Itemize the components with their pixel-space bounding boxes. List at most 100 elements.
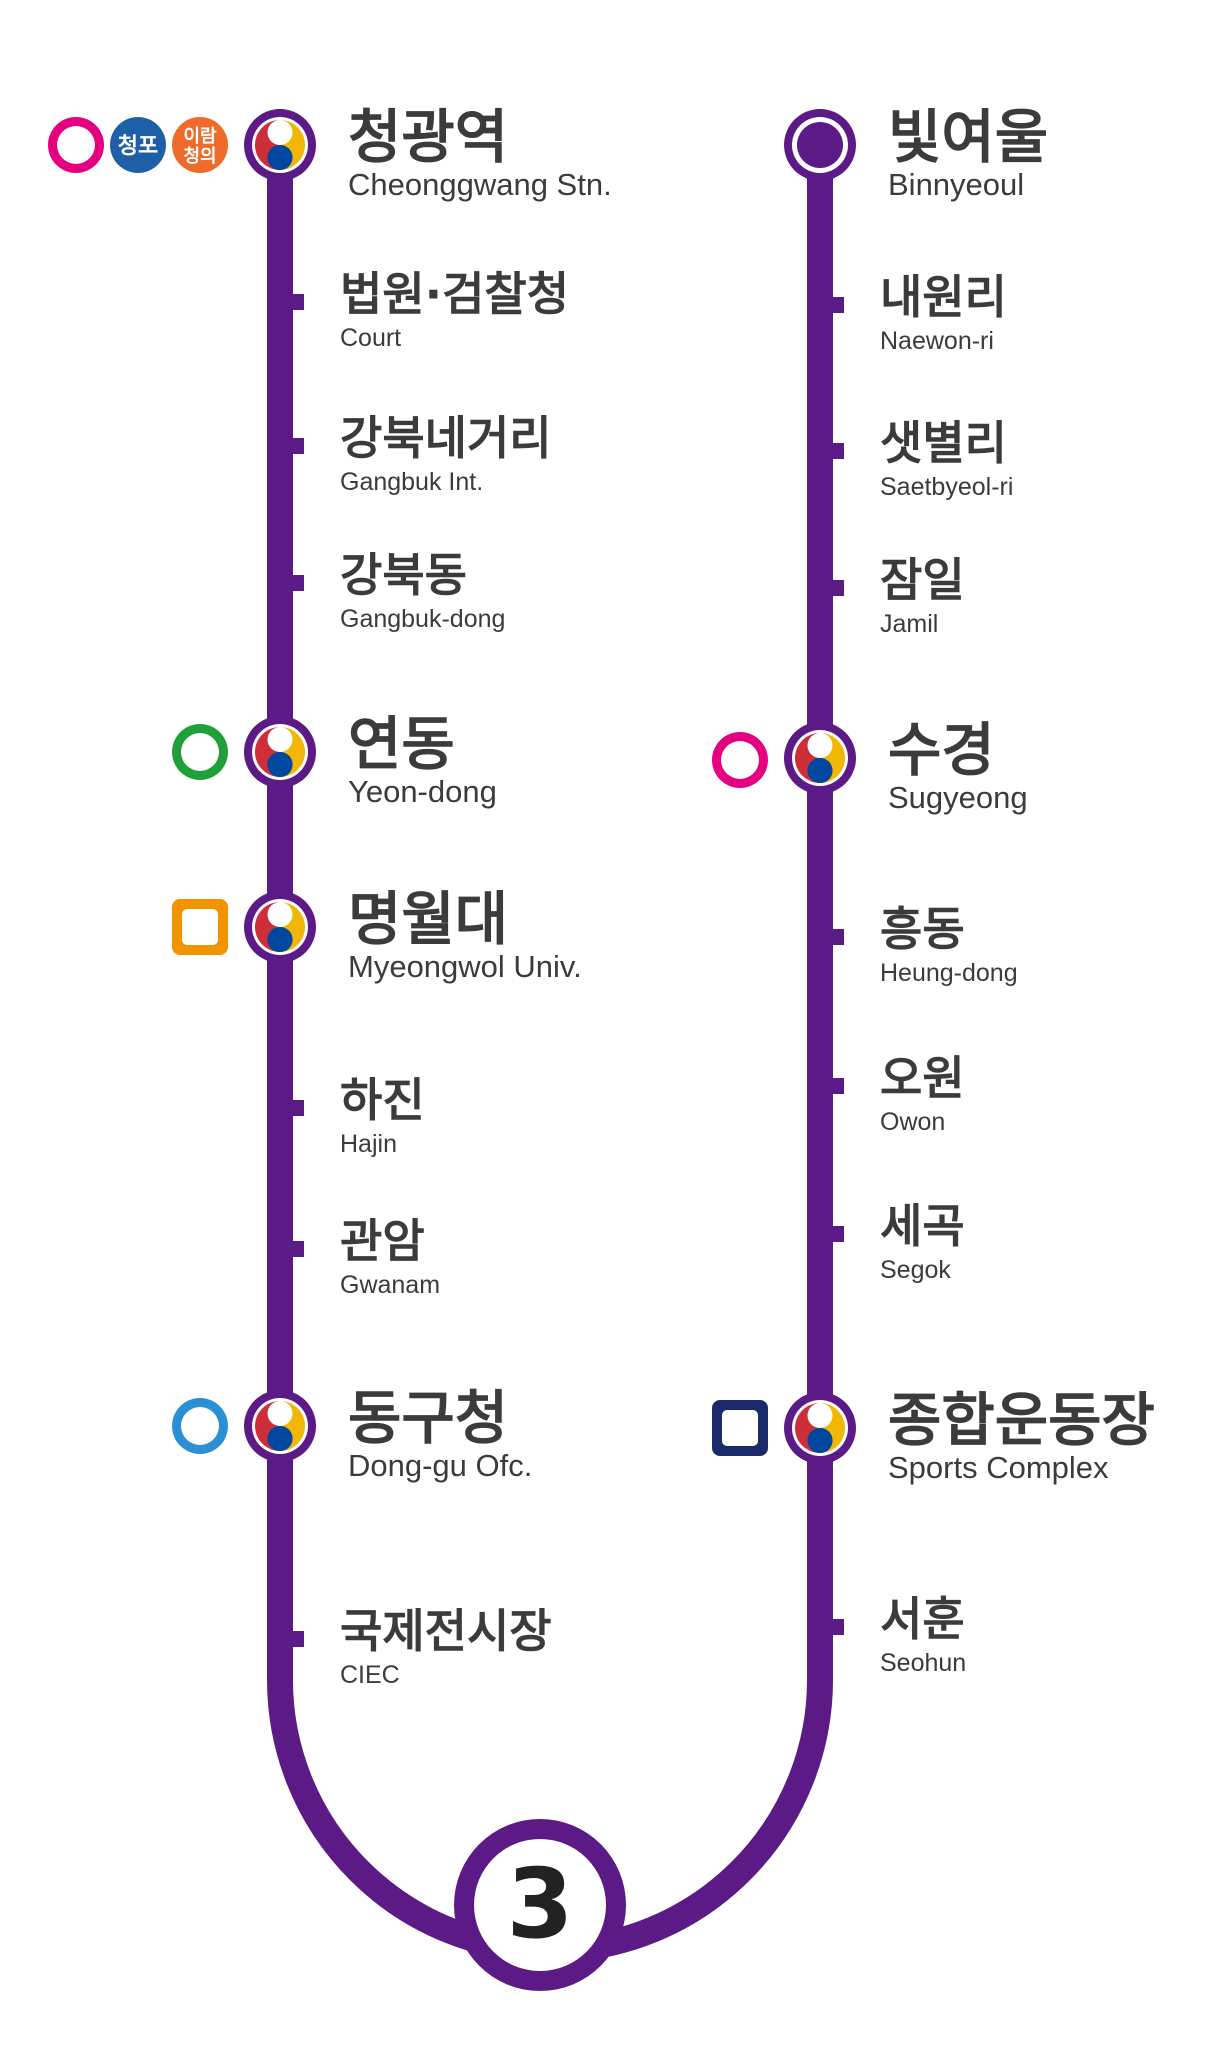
line-number: 3	[507, 1848, 574, 1960]
transfer-badge-label: 청포	[118, 134, 158, 159]
taegeuk-transfer-icon	[255, 727, 305, 777]
station-name-ko: 흥동	[880, 902, 965, 956]
station-name-en: Gwanam	[340, 1271, 440, 1299]
taegeuk-transfer-icon	[795, 733, 845, 783]
station-gangbuk-dong[interactable]: 강북동 Gangbuk-dong	[280, 548, 505, 633]
line-number-badge: 3	[454, 1819, 626, 1991]
station-court[interactable]: 법원·검찰청 Court	[280, 267, 569, 352]
transfer-badge-label: 6	[730, 1412, 749, 1445]
station-name-ko: 종합운동장	[888, 1386, 1155, 1454]
line-1-badge[interactable]: 1	[48, 117, 104, 173]
station-owon[interactable]: 오원 Owon	[820, 1051, 965, 1136]
transfer-badge-center	[182, 909, 218, 945]
station-tick	[820, 929, 844, 945]
station-name-en: Gangbuk-dong	[340, 605, 505, 633]
transfer-badge-label: 2	[190, 736, 209, 769]
station-tick	[280, 1241, 304, 1257]
station-name-en: Court	[340, 324, 401, 352]
cheongpo-line-badge[interactable]: 청포	[110, 117, 166, 173]
station-name-ko: 내원리	[880, 270, 1007, 324]
transfer-badge-label: 5	[190, 911, 209, 944]
station-saetbyeol[interactable]: 샛별리 Saetbyeol-ri	[820, 416, 1013, 501]
station-tick	[820, 443, 844, 459]
transfer-badge-shape	[172, 117, 228, 173]
taegeuk-transfer-icon	[255, 902, 305, 952]
station-jamil[interactable]: 잠일 Jamil	[820, 553, 965, 638]
station-name-ko: 강북동	[340, 548, 467, 602]
line-2-badge[interactable]: 2	[172, 724, 228, 780]
line-7-badge[interactable]: 7	[172, 1398, 228, 1454]
station-gangbuk-int[interactable]: 강북네거리 Gangbuk Int.	[280, 411, 552, 496]
station-name-en: Segok	[880, 1256, 951, 1284]
station-name-en: Yeon-dong	[348, 774, 497, 809]
transfer-badge-center	[722, 1410, 758, 1446]
transfer-badge-shape	[110, 117, 166, 173]
line-5-badge[interactable]: 5	[172, 899, 228, 955]
station-name-en: Saetbyeol-ri	[880, 473, 1013, 501]
station-name-ko: 오원	[880, 1051, 965, 1105]
station-name-ko: 하진	[340, 1073, 425, 1127]
station-name-en: Myeongwol Univ.	[348, 949, 582, 984]
station-name-en: Hajin	[340, 1130, 397, 1158]
station-name-en: Naewon-ri	[880, 327, 994, 355]
station-segok[interactable]: 세곡 Segok	[820, 1199, 965, 1284]
station-tick	[280, 294, 304, 310]
station-name-en: Dong-gu Ofc.	[348, 1448, 532, 1483]
station-name-ko: 동구청	[348, 1384, 508, 1452]
station-name-en: Owon	[880, 1108, 945, 1136]
station-name-en: Heung-dong	[880, 959, 1018, 987]
station-name-en: Seohun	[880, 1649, 966, 1677]
station-tick	[820, 1078, 844, 1094]
station-tick	[280, 1631, 304, 1647]
station-tick	[280, 438, 304, 454]
station-name-ko: 연동	[348, 710, 455, 778]
station-name-ko: 강북네거리	[340, 411, 552, 465]
transfer-badge-center	[181, 1407, 219, 1445]
station-name-ko: 샛별리	[880, 416, 1007, 470]
station-name-en: Sugyeong	[888, 780, 1028, 815]
station-name-ko: 수경	[888, 716, 995, 784]
station-name-ko: 잠일	[880, 553, 965, 607]
station-tick	[820, 297, 844, 313]
transfer-badge-label: 7	[190, 1410, 209, 1443]
transfer-badge-center	[181, 733, 219, 771]
station-tick	[820, 580, 844, 596]
taegeuk-transfer-icon	[255, 1401, 305, 1451]
station-hajin[interactable]: 하진 Hajin	[280, 1073, 425, 1158]
station-name-ko: 청광역	[348, 103, 508, 171]
line-6-badge[interactable]: 6	[712, 1400, 768, 1456]
station-heung-dong[interactable]: 흥동 Heung-dong	[820, 902, 1018, 987]
station-name-ko: 세곡	[880, 1199, 965, 1253]
transfer-badge-label: 1	[730, 744, 749, 777]
station-tick	[280, 575, 304, 591]
line-1-badge[interactable]: 1	[712, 732, 768, 788]
station-name-en: CIEC	[340, 1661, 400, 1689]
taegeuk-transfer-icon	[795, 1403, 845, 1453]
taegeuk-transfer-icon	[255, 120, 305, 170]
transfer-badge-center	[721, 741, 759, 779]
station-name-en: Gangbuk Int.	[340, 468, 483, 496]
station-tick	[280, 1100, 304, 1116]
station-name-en: Binnyeoul	[888, 167, 1024, 202]
station-naewon[interactable]: 내원리 Naewon-ri	[820, 270, 1007, 355]
station-name-ko: 법원·검찰청	[340, 267, 569, 321]
station-tick	[820, 1619, 844, 1635]
station-name-en: Jamil	[880, 610, 938, 638]
station-name-ko: 빛여울	[888, 103, 1048, 171]
transfer-badge-center	[57, 126, 95, 164]
station-tick	[820, 1226, 844, 1242]
